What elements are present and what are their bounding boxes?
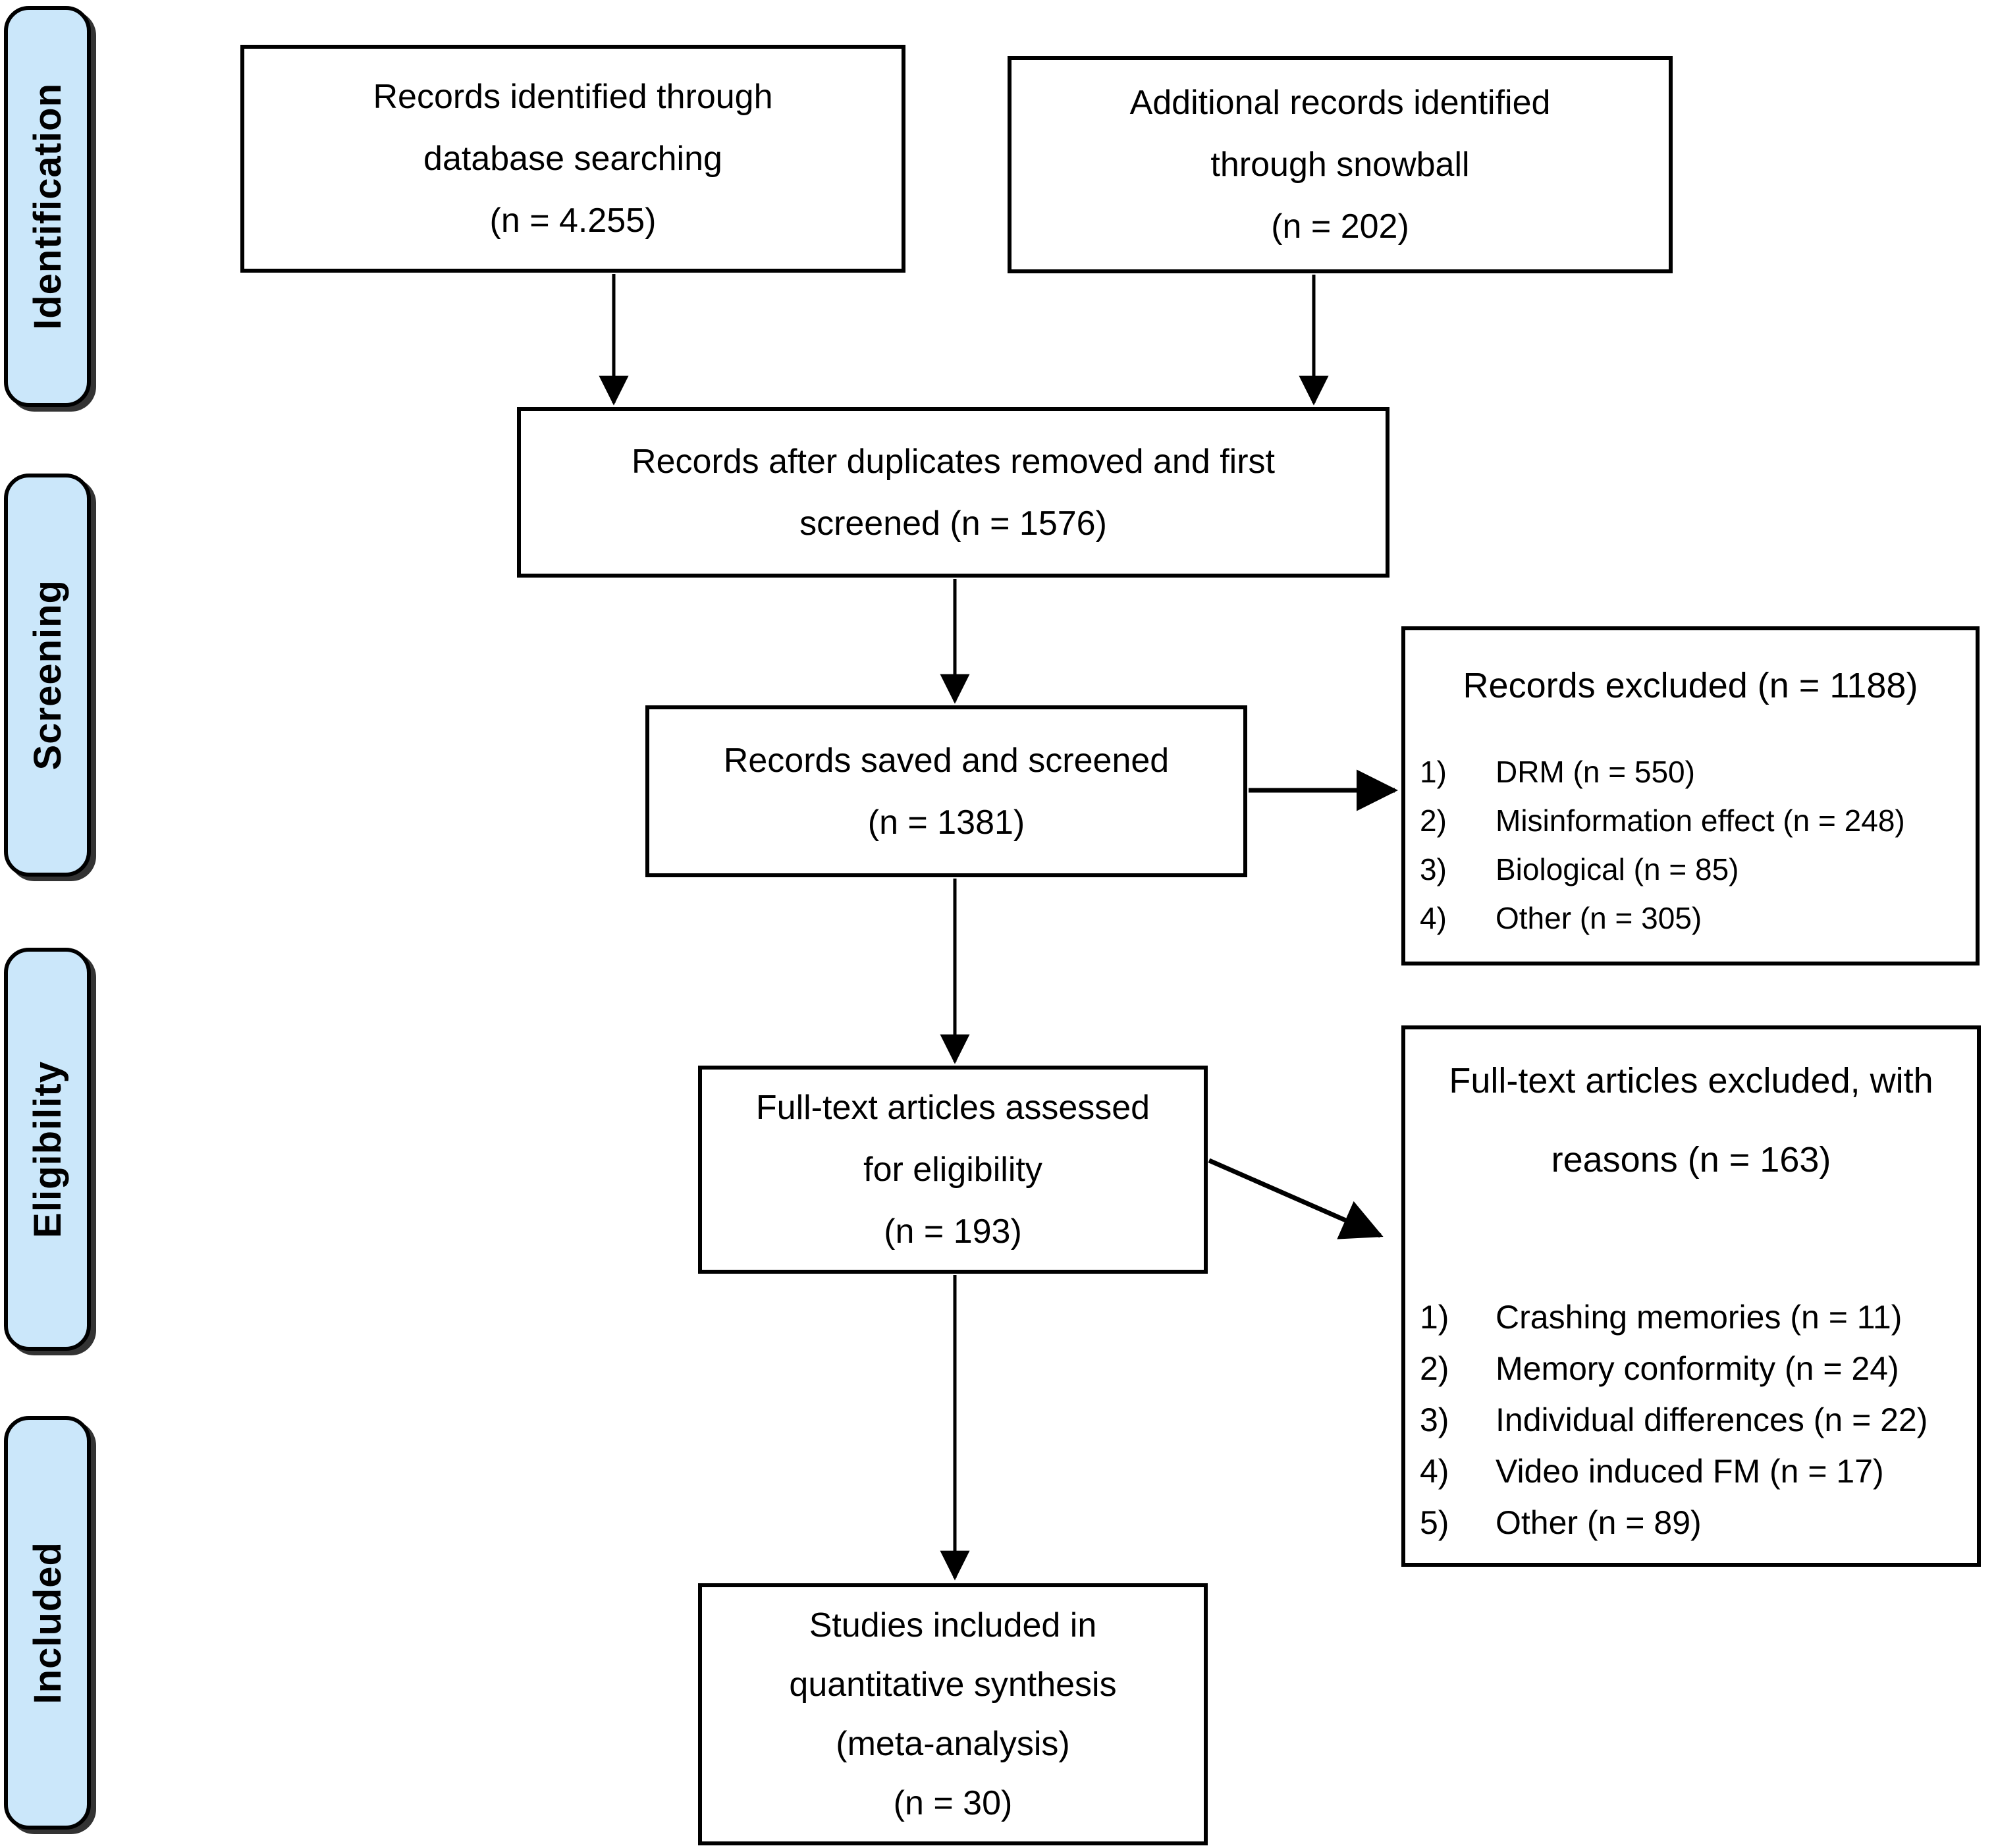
box-fulltext-assessed-line: for eligibility <box>863 1151 1042 1189</box>
stage-label-screening-text: Screening <box>26 580 69 771</box>
list-item: 2) Memory conformity (n = 24) <box>1420 1343 1977 1394</box>
box-records-saved-line: Records saved and screened <box>723 741 1170 780</box>
box-fulltext-excluded-title: reasons (n = 163) <box>1551 1140 1831 1180</box>
list-item: 5) Other (n = 89) <box>1420 1497 1977 1548</box>
list-item-text: Video induced FM (n = 17) <box>1496 1453 1884 1490</box>
box-records-identified-line: database searching <box>423 140 722 178</box>
list-item-text: Memory conformity (n = 24) <box>1496 1350 1899 1387</box>
fulltext-excluded-list: 1) Crashing memories (n = 11) 2) Memory … <box>1405 1291 1977 1548</box>
list-item-text: Misinformation effect (n = 248) <box>1496 803 1905 838</box>
list-item-number: 3) <box>1420 852 1447 886</box>
list-item: 2) Misinformation effect (n = 248) <box>1420 796 1976 845</box>
list-item: 4) Video induced FM (n = 17) <box>1420 1446 1977 1497</box>
list-item-text: Biological (n = 85) <box>1496 852 1739 886</box>
box-duplicates-removed-line: Records after duplicates removed and fir… <box>632 442 1275 481</box>
box-fulltext-assessed: Full-text articles assessed for eligibil… <box>698 1066 1208 1274</box>
box-records-excluded-title: Records excluded (n = 1188) <box>1463 666 1918 705</box>
box-fulltext-excluded: Full-text articles excluded, with reason… <box>1401 1025 1981 1567</box>
list-item-text: Individual differences (n = 22) <box>1496 1401 1928 1438</box>
list-item: 4) Other (n = 305) <box>1420 894 1976 942</box>
list-item-number: 2) <box>1420 803 1447 838</box>
box-records-saved: Records saved and screened (n = 1381) <box>645 705 1247 877</box>
list-item-text: DRM (n = 550) <box>1496 755 1695 789</box>
stage-label-identification: Identification <box>4 6 91 407</box>
box-additional-records: Additional records identified through sn… <box>1008 56 1673 273</box>
box-records-identified: Records identified through database sear… <box>240 45 905 273</box>
box-records-identified-line: Records identified through <box>373 78 773 116</box>
stage-label-screening: Screening <box>4 474 91 877</box>
stage-label-included-text: Included <box>26 1541 69 1704</box>
box-studies-included-count: (n = 30) <box>893 1784 1013 1822</box>
box-duplicates-removed-line: screened (n = 1576) <box>799 504 1107 543</box>
records-excluded-list: 1) DRM (n = 550) 2) Misinformation effec… <box>1405 747 1976 942</box>
list-item-number: 1) <box>1420 755 1447 789</box>
box-records-saved-count: (n = 1381) <box>867 803 1025 842</box>
stage-label-eligibility-text: Eligibility <box>26 1060 69 1238</box>
box-additional-records-count: (n = 202) <box>1271 207 1409 246</box>
list-item-number: 4) <box>1420 901 1447 935</box>
list-item: 3) Biological (n = 85) <box>1420 845 1976 894</box>
list-item: 3) Individual differences (n = 22) <box>1420 1394 1977 1446</box>
list-item-number: 2) <box>1420 1350 1449 1387</box>
box-additional-records-line: through snowball <box>1210 146 1470 184</box>
box-fulltext-assessed-count: (n = 193) <box>884 1212 1022 1251</box>
list-item-text: Crashing memories (n = 11) <box>1496 1299 1902 1336</box>
box-records-identified-count: (n = 4.255) <box>489 202 657 240</box>
box-studies-included-line: Studies included in <box>809 1606 1097 1644</box>
stage-label-included: Included <box>4 1416 91 1830</box>
stage-label-eligibility: Eligibility <box>4 948 91 1351</box>
box-fulltext-excluded-title: Full-text articles excluded, with <box>1449 1061 1933 1101</box>
list-item-number: 4) <box>1420 1453 1449 1490</box>
box-studies-included: Studies included in quantitative synthes… <box>698 1583 1208 1845</box>
list-item-text: Other (n = 305) <box>1496 901 1702 935</box>
list-item: 1) Crashing memories (n = 11) <box>1420 1291 1977 1343</box>
box-fulltext-assessed-line: Full-text articles assessed <box>755 1089 1150 1127</box>
list-item: 1) DRM (n = 550) <box>1420 747 1976 796</box>
stage-label-identification-text: Identification <box>26 83 69 330</box>
box-studies-included-line: quantitative synthesis <box>789 1666 1117 1704</box>
box-studies-included-line: (meta-analysis) <box>836 1725 1070 1763</box>
arrow-fulltext-to-fulltext-excluded <box>1208 1158 1384 1239</box>
box-additional-records-line: Additional records identified <box>1129 84 1551 122</box>
list-item-text: Other (n = 89) <box>1496 1504 1702 1541</box>
list-item-number: 1) <box>1420 1299 1449 1336</box>
box-duplicates-removed: Records after duplicates removed and fir… <box>517 407 1389 578</box>
list-item-number: 5) <box>1420 1504 1449 1541</box>
box-records-excluded: Records excluded (n = 1188) 1) DRM (n = … <box>1401 626 1980 965</box>
list-item-number: 3) <box>1420 1401 1449 1438</box>
